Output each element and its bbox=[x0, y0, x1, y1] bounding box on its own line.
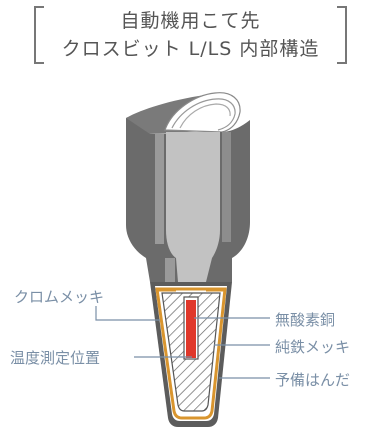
tip-upper-body bbox=[126, 118, 250, 258]
label-chrome-plating: クロムメッキ bbox=[14, 288, 105, 306]
title-line-2: クロスビット L/LS 内部構造 bbox=[61, 38, 320, 60]
label-oxygen-free-copper: 無酸素銅 bbox=[275, 311, 336, 329]
temperature-sensor bbox=[183, 296, 199, 360]
title-line-1: 自動機用こて先 bbox=[120, 10, 261, 32]
label-temp-point: 温度測定位置 bbox=[10, 349, 101, 367]
tip-rim bbox=[126, 92, 241, 135]
label-pure-iron-plating: 純鉄メッキ bbox=[275, 338, 351, 356]
left-bracket bbox=[34, 6, 44, 64]
leader-lines bbox=[95, 306, 270, 379]
tip-neck bbox=[146, 258, 232, 282]
label-pre-solder: 予備はんだ bbox=[275, 371, 351, 389]
diagram-title: 自動機用こて先 クロスビット L/LS 内部構造 bbox=[0, 0, 381, 70]
right-bracket bbox=[337, 6, 347, 64]
leader-chrome-plating bbox=[95, 306, 160, 321]
